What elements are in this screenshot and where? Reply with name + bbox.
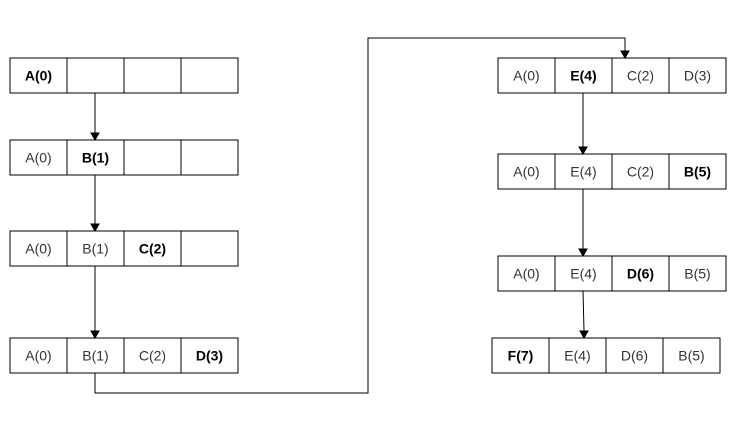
buffer-row-2: A(0) B(1)	[9, 139, 239, 176]
buffer-row-5: A(0) E(4) C(2) D(3)	[497, 57, 727, 94]
cell-label: F(7)	[508, 348, 534, 364]
arrowhead-icon	[578, 248, 588, 258]
cell-label: B(1)	[82, 150, 109, 166]
cell-label: A(0)	[25, 241, 51, 257]
buffer-cell	[123, 57, 182, 94]
buffer-cell	[123, 139, 182, 176]
buffer-cell	[123, 230, 182, 267]
cell-label: C(2)	[139, 241, 166, 257]
buffer-cell	[611, 57, 670, 94]
buffer-cell	[554, 57, 613, 94]
buffer-cell	[611, 255, 670, 292]
cell-label: B(5)	[678, 348, 704, 364]
buffer-cell	[180, 139, 239, 176]
cell-label: B(1)	[82, 241, 108, 257]
cell-label: C(2)	[139, 348, 166, 364]
arrowhead-icon	[90, 330, 100, 340]
arrowhead-icon	[620, 50, 630, 60]
arrow-row4-to-row5	[94, 37, 626, 394]
buffer-cell	[123, 337, 182, 374]
cell-label: B(5)	[684, 164, 711, 180]
buffer-cell	[180, 337, 239, 374]
buffer-cell	[66, 230, 125, 267]
arrowhead-icon	[579, 330, 589, 340]
buffer-row-6: A(0) E(4) C(2) B(5)	[497, 153, 727, 190]
buffer-cell	[497, 57, 556, 94]
cell-label: C(2)	[627, 68, 654, 84]
arrowhead-icon	[90, 223, 100, 233]
buffer-cell	[611, 153, 670, 190]
cell-label: D(6)	[621, 348, 648, 364]
cell-label: A(0)	[25, 150, 51, 166]
cell-label: A(0)	[513, 266, 539, 282]
buffer-cell	[554, 153, 613, 190]
cell-label: E(4)	[564, 348, 590, 364]
arrowhead-icon	[90, 132, 100, 142]
cell-label: D(3)	[196, 348, 223, 364]
cell-label: E(4)	[570, 68, 596, 84]
buffer-cell	[668, 153, 727, 190]
cell-label: C(2)	[627, 164, 654, 180]
connectors	[90, 37, 630, 394]
arrowhead-icon	[578, 146, 588, 156]
arrow-row7-to-row8	[582, 290, 585, 332]
cell-label: B(5)	[684, 266, 710, 282]
buffer-cell	[605, 337, 664, 374]
buffer-row-3: A(0) B(1) C(2)	[9, 230, 239, 267]
cell-label: E(4)	[570, 266, 596, 282]
buffer-cell	[180, 57, 239, 94]
buffer-cell	[497, 153, 556, 190]
cell-label: D(6)	[627, 266, 654, 282]
buffer-row-7: A(0) E(4) D(6) B(5)	[497, 255, 727, 292]
cell-label: A(0)	[25, 68, 52, 84]
buffer-cell	[491, 337, 550, 374]
buffer-cell	[66, 139, 125, 176]
buffer-cell	[66, 57, 125, 94]
cell-label: D(3)	[684, 68, 711, 84]
buffer-cell	[548, 337, 607, 374]
cell-label: E(4)	[570, 164, 596, 180]
cell-label: A(0)	[513, 164, 539, 180]
buffer-cell	[66, 337, 125, 374]
cell-label: B(1)	[82, 348, 108, 364]
cell-label: A(0)	[25, 348, 51, 364]
buffer-cell	[662, 337, 721, 374]
buffer-cell	[497, 255, 556, 292]
buffer-row-4: A(0) B(1) C(2) D(3)	[9, 337, 239, 374]
buffer-cell	[668, 255, 727, 292]
buffer-cell	[554, 255, 613, 292]
cell-label: A(0)	[513, 68, 539, 84]
buffer-cell	[180, 230, 239, 267]
buffer-row-8: F(7) E(4) D(6) B(5)	[491, 337, 721, 374]
buffer-cell	[9, 230, 68, 267]
buffer-cell	[668, 57, 727, 94]
buffer-row-1: A(0)	[9, 57, 239, 94]
